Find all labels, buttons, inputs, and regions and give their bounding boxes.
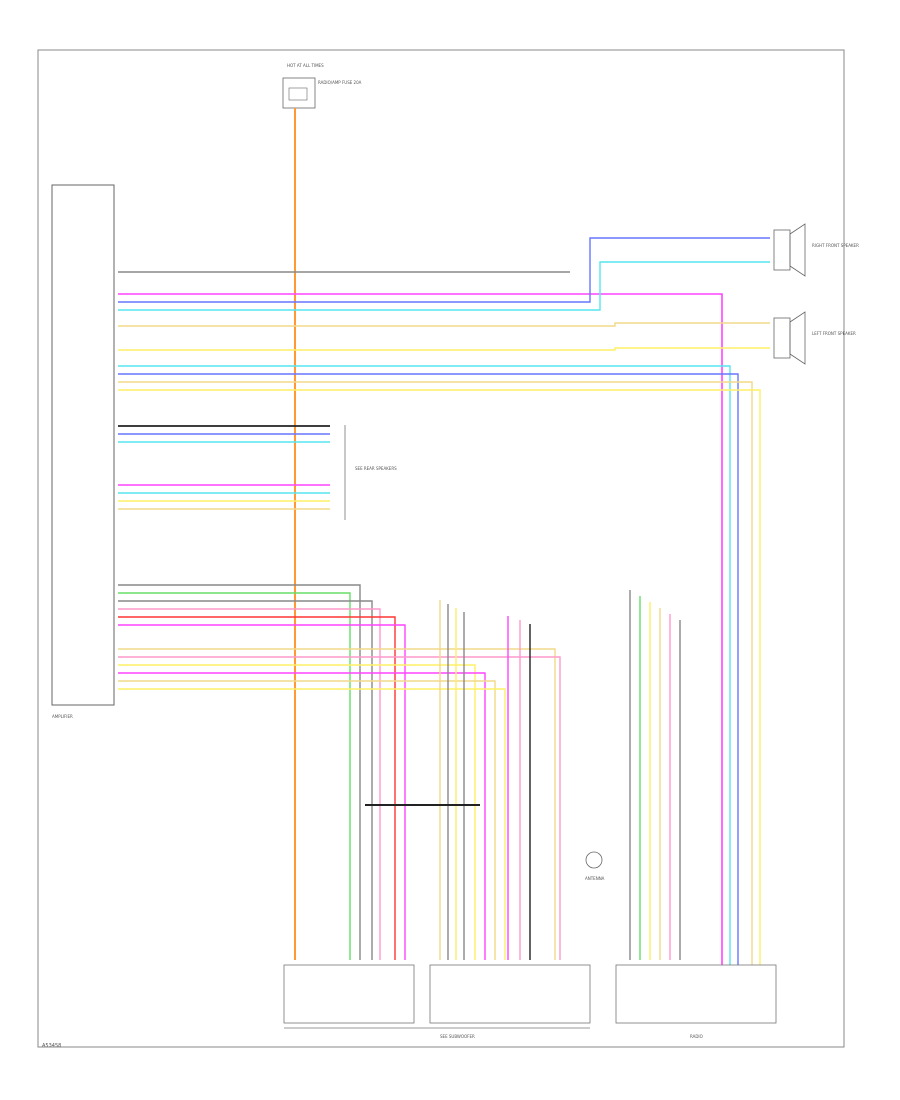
amp-signal-wire — [118, 664, 476, 960]
speaker-wire — [118, 293, 723, 965]
left-front-speaker — [773, 311, 806, 365]
amp-signal-wire — [118, 616, 396, 960]
bottom-label-1: SEE SUBWOOFER — [440, 1034, 475, 1039]
speaker-wire — [118, 322, 770, 327]
fuse-box-text: RADIO/AMP FUSE 20A — [318, 80, 362, 85]
speaker-wire — [118, 381, 753, 965]
amp-signal-wire — [118, 648, 556, 960]
amp-signal-wire — [118, 672, 486, 960]
speaker-wire — [118, 237, 770, 303]
diagram-frame — [37, 49, 845, 1048]
bottom-connector-1 — [283, 964, 415, 1024]
wire-group — [118, 108, 770, 965]
amplifier-label: AMPLIFIER — [52, 714, 73, 719]
bottom-connector-radio — [615, 964, 777, 1024]
antenna-label: ANTENNA — [585, 876, 605, 881]
left-front-speaker-label: LEFT FRONT SPEAKER — [812, 331, 856, 336]
amp-signal-wire — [118, 680, 496, 960]
fuse-inner — [288, 87, 308, 101]
amp-signal-wire — [118, 656, 561, 960]
bottom-connector-2 — [429, 964, 591, 1024]
footer-code: A53458 — [42, 1043, 62, 1049]
fuse-label: HOT AT ALL TIMES — [287, 63, 324, 68]
speaker-wire — [118, 365, 731, 965]
amplifier-connector-block — [51, 184, 115, 706]
antenna-icon — [585, 851, 603, 869]
speaker-wire — [118, 389, 761, 965]
bottom-label-radio: RADIO — [690, 1034, 703, 1039]
speaker-wire — [118, 347, 770, 351]
amp-signal-wire — [118, 624, 406, 960]
rear-speakers-label: SEE REAR SPEAKERS — [355, 466, 397, 471]
amp-signal-wire — [118, 608, 381, 960]
fuse-box — [282, 77, 316, 109]
speaker-wire — [118, 373, 739, 965]
amp-signal-wire — [118, 688, 506, 960]
speaker-wire — [118, 261, 770, 311]
amp-signal-wire — [118, 600, 373, 960]
right-front-speaker — [773, 223, 806, 277]
amp-signal-wire — [118, 592, 351, 960]
amp-signal-wire — [118, 584, 361, 960]
right-front-speaker-label: RIGHT FRONT SPEAKER — [812, 243, 859, 248]
